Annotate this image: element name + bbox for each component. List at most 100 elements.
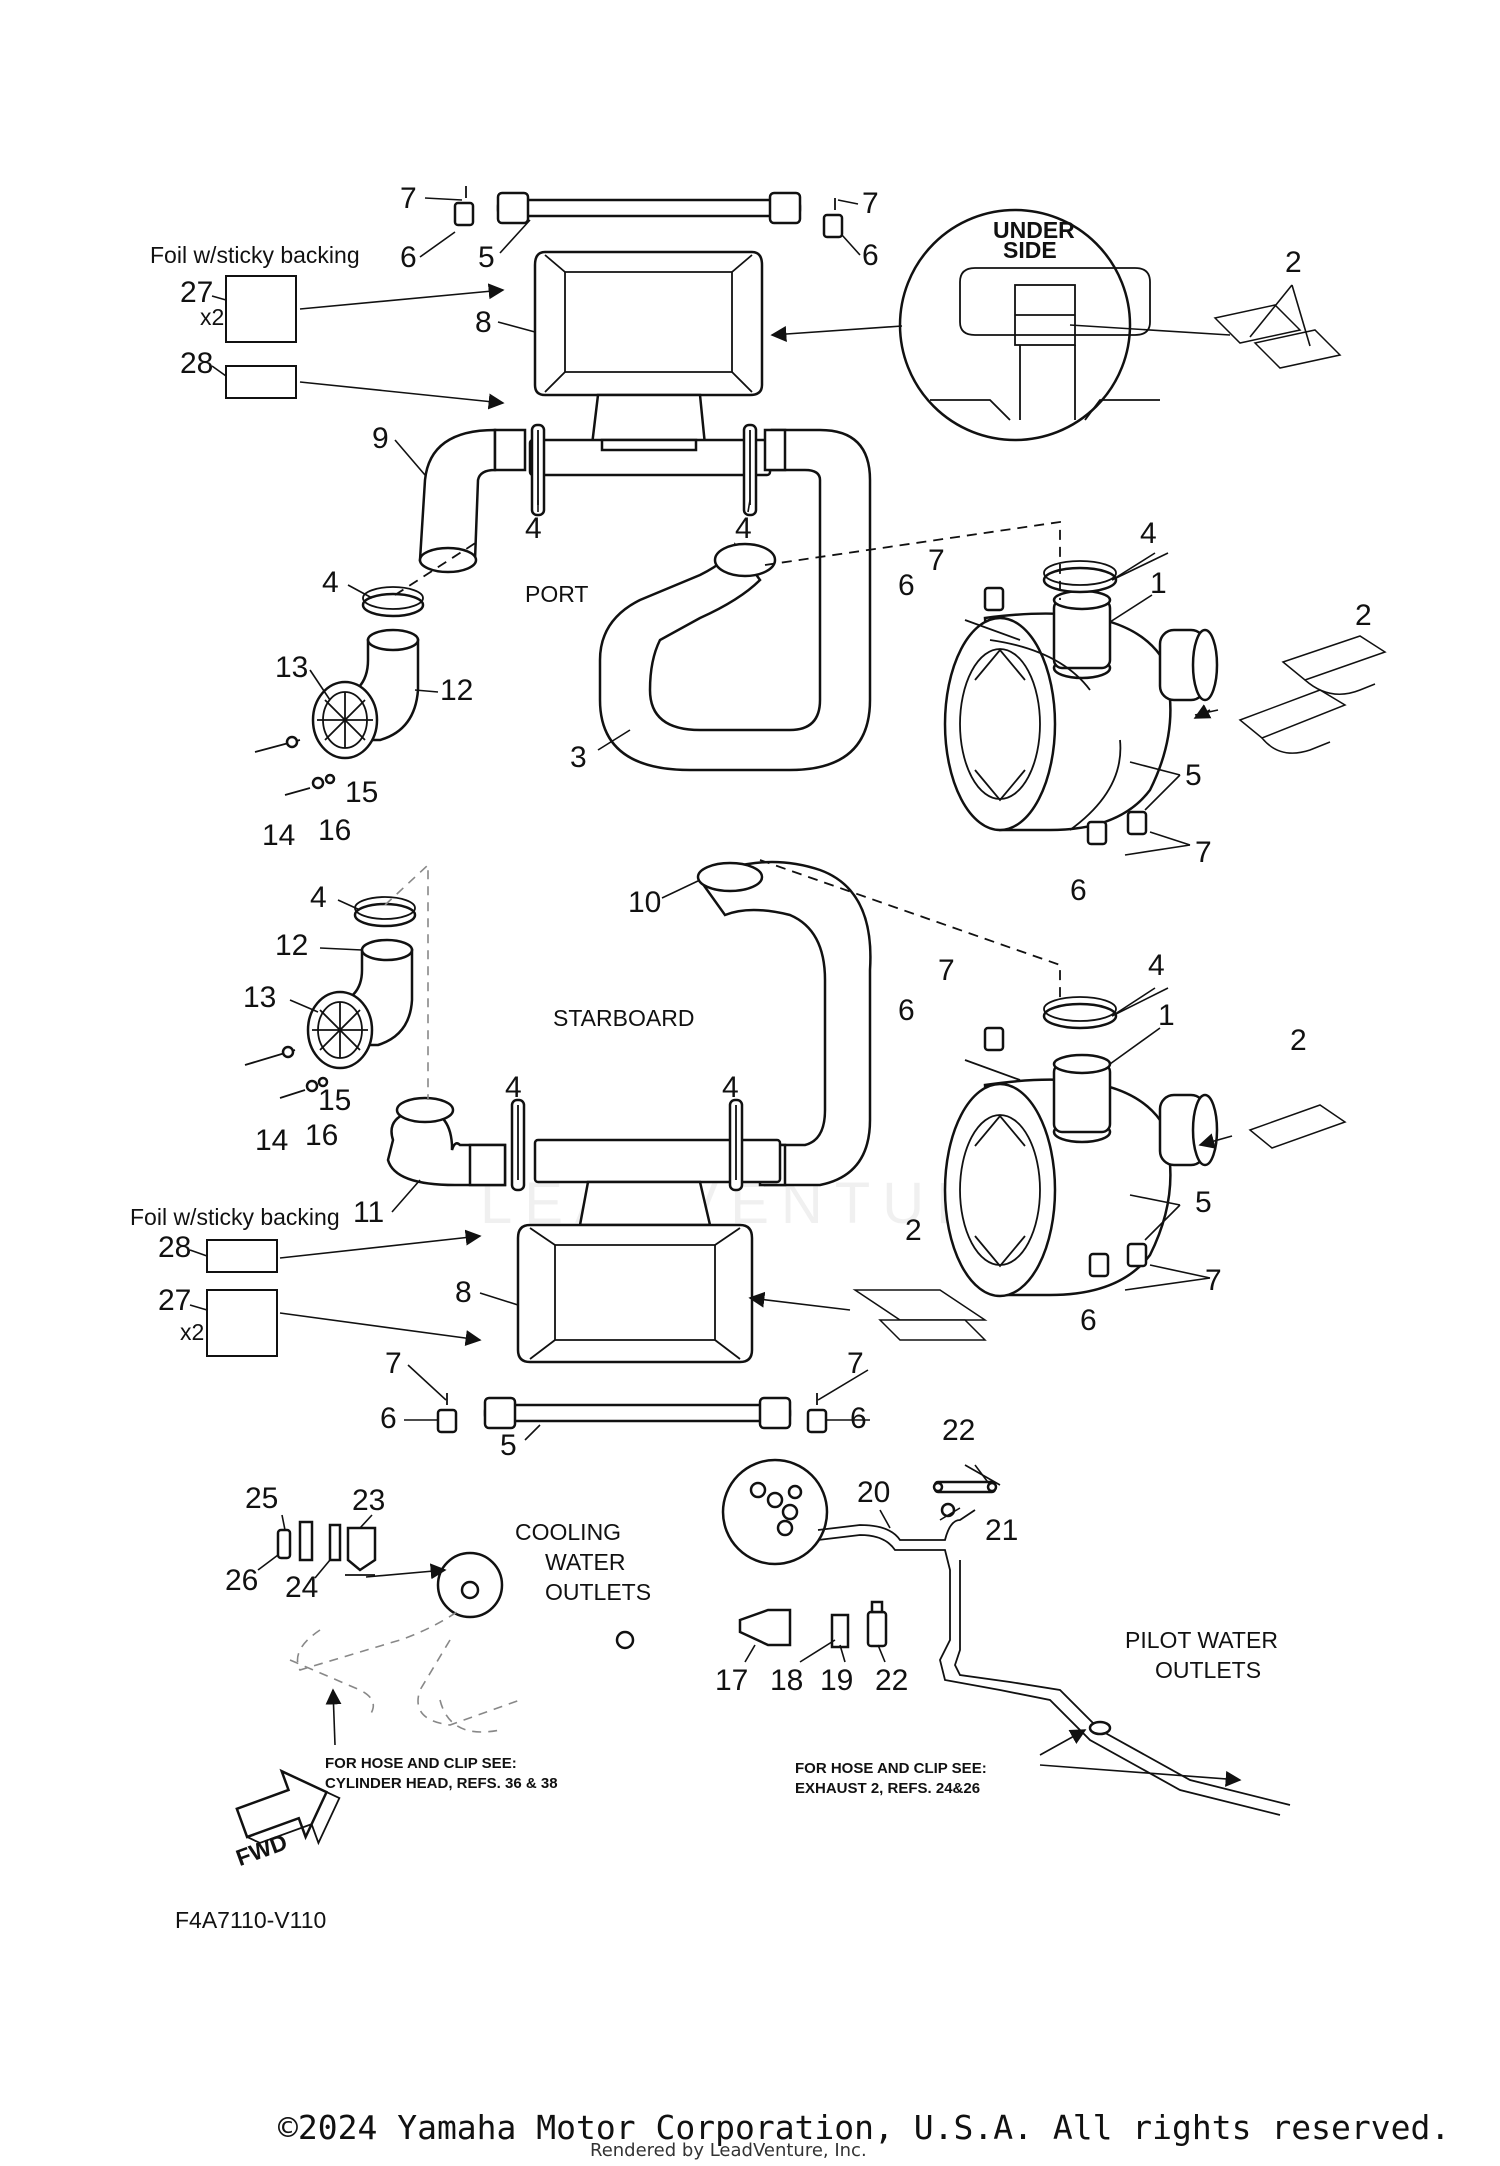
dashed-line-starboard bbox=[759, 859, 1061, 1000]
fitting-part-23-24-25-26 bbox=[276, 1520, 377, 1576]
callout-4: 4 bbox=[525, 512, 542, 545]
label-foil-top: Foil w/sticky backing bbox=[150, 242, 360, 268]
callout-7: 7 bbox=[847, 1347, 864, 1380]
callout-2: 2 bbox=[1290, 1024, 1307, 1057]
hose-part-10 bbox=[696, 860, 872, 1187]
callout-7: 7 bbox=[385, 1347, 402, 1380]
clamp-part-4-starboard bbox=[353, 896, 417, 928]
callout-4: 4 bbox=[722, 1071, 739, 1104]
callout-4: 4 bbox=[322, 566, 339, 599]
callout-numbers: 7 6 5 7 6 27 8 28 2 9 4 4 4 4 13 12 15 1… bbox=[158, 182, 1372, 1697]
callout-1: 1 bbox=[1150, 567, 1167, 600]
callout-5: 5 bbox=[478, 241, 495, 274]
callout-leaders bbox=[189, 197, 1161, 1663]
screws-part-14-15-16-starboard bbox=[244, 1045, 329, 1099]
mesh-part-2-top bbox=[1213, 304, 1342, 369]
leader-lines bbox=[279, 283, 1311, 1787]
callout-22: 22 bbox=[942, 1414, 975, 1447]
callout-14: 14 bbox=[255, 1124, 288, 1157]
flame-arrester-part-13-starboard bbox=[306, 990, 374, 1070]
note-exhaust-1: FOR HOSE AND CLIP SEE: bbox=[795, 1760, 987, 1777]
flame-arrester-part-13-port bbox=[311, 680, 379, 760]
clamp-part-4-port-filter bbox=[1042, 560, 1118, 594]
callout-16: 16 bbox=[305, 1119, 338, 1152]
callout-9: 9 bbox=[372, 422, 389, 455]
callout-28: 28 bbox=[180, 347, 213, 380]
label-starboard: STARBOARD bbox=[553, 1005, 694, 1031]
callout-4: 4 bbox=[310, 881, 327, 914]
label-port: PORT bbox=[525, 581, 588, 607]
strap-part-5-top bbox=[496, 191, 802, 225]
callout-7: 7 bbox=[1205, 1264, 1222, 1297]
bracket-part-6-port-filter bbox=[964, 586, 1148, 846]
fitting-part-17-18-19-22 bbox=[738, 1600, 888, 1649]
label-side: SIDE bbox=[1003, 237, 1057, 263]
foil-part-28-top bbox=[225, 365, 297, 399]
mesh-part-2-starboard-box bbox=[852, 1289, 988, 1341]
air-filter-part-1-port bbox=[943, 589, 1219, 832]
callout-1: 1 bbox=[1158, 999, 1175, 1032]
callout-15: 15 bbox=[318, 1084, 351, 1117]
clamp-part-4-starboard-filter bbox=[1042, 996, 1118, 1030]
pilot-inset bbox=[721, 1458, 829, 1566]
diagram-code: F4A7110-V110 bbox=[175, 1907, 326, 1933]
resonator-box-part-8-starboard bbox=[516, 1138, 782, 1364]
callout-8: 8 bbox=[455, 1276, 472, 1309]
note-exhaust-2: EXHAUST 2, REFS. 24&26 bbox=[795, 1780, 980, 1797]
callout-18: 18 bbox=[770, 1664, 803, 1697]
callout-2: 2 bbox=[905, 1214, 922, 1247]
callout-7: 7 bbox=[862, 187, 879, 220]
fitting-part-21-22 bbox=[932, 1480, 998, 1494]
clip-part-6-bottom-right bbox=[806, 1393, 828, 1434]
label-foil-bottom: Foil w/sticky backing bbox=[130, 1204, 340, 1230]
label-cooling-1: COOLING bbox=[515, 1519, 621, 1545]
callout-24: 24 bbox=[285, 1571, 318, 1604]
band-part-4-right bbox=[742, 423, 758, 517]
callout-6: 6 bbox=[380, 1402, 397, 1435]
hose-part-3 bbox=[598, 428, 872, 772]
callout-5: 5 bbox=[500, 1429, 517, 1462]
callout-6: 6 bbox=[1080, 1304, 1097, 1337]
callout-6: 6 bbox=[1070, 874, 1087, 907]
callout-7: 7 bbox=[1195, 836, 1212, 869]
callout-28: 28 bbox=[158, 1231, 191, 1264]
under-side-inset bbox=[898, 208, 1160, 442]
clip-part-6-top-right bbox=[822, 198, 844, 239]
callout-2: 2 bbox=[1355, 599, 1372, 632]
callout-23: 23 bbox=[352, 1484, 385, 1517]
callout-19: 19 bbox=[820, 1664, 853, 1697]
pilot-water-line bbox=[817, 1502, 1291, 1816]
note-cylinder-2: CYLINDER HEAD, REFS. 36 & 38 bbox=[325, 1775, 558, 1792]
label-pilot-1: PILOT WATER bbox=[1125, 1627, 1278, 1653]
resonator-box-part-8-top bbox=[528, 250, 772, 477]
callout-13: 13 bbox=[243, 981, 276, 1014]
callout-4: 4 bbox=[505, 1071, 522, 1104]
callout-4: 4 bbox=[735, 512, 752, 545]
callout-4-starboard-filter: 4 bbox=[1148, 949, 1165, 982]
label-fwd: FWD bbox=[232, 1829, 290, 1871]
bracket-part-6-starboard-filter bbox=[964, 1026, 1148, 1278]
screws-part-14-15-16-port bbox=[254, 735, 336, 796]
strap-part-5-bottom bbox=[483, 1396, 792, 1430]
air-filter-part-1-starboard bbox=[943, 1053, 1219, 1298]
label-pilot-2: OUTLETS bbox=[1155, 1657, 1261, 1683]
callout-16: 16 bbox=[318, 814, 351, 847]
callout-12: 12 bbox=[275, 929, 308, 962]
callout-11: 11 bbox=[353, 1196, 384, 1229]
callout-14: 14 bbox=[262, 819, 295, 852]
label-x2-bottom: x2 bbox=[180, 1319, 204, 1345]
dashed-line-port-1 bbox=[764, 520, 1061, 600]
label-cooling-3: OUTLETS bbox=[545, 1579, 651, 1605]
clip-part-6-top-left bbox=[453, 186, 475, 227]
callout-6: 6 bbox=[400, 241, 417, 274]
callout-26: 26 bbox=[225, 1564, 258, 1597]
mesh-part-2-port bbox=[1238, 635, 1387, 754]
callout-27: 27 bbox=[180, 276, 213, 309]
hose-part-11 bbox=[386, 1096, 507, 1187]
label-under: UNDER bbox=[993, 217, 1075, 243]
callout-6: 6 bbox=[850, 1402, 867, 1435]
callout-7: 7 bbox=[938, 954, 955, 987]
callout-3: 3 bbox=[570, 741, 587, 774]
callout-15: 15 bbox=[345, 776, 378, 809]
